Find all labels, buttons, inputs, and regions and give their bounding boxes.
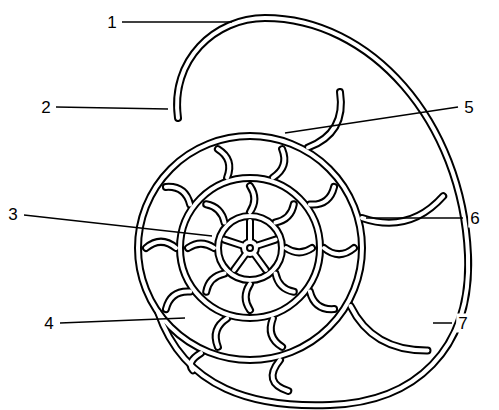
callout-number: 7	[456, 314, 469, 333]
leader-line	[433, 322, 452, 324]
callout-number: 2	[39, 98, 52, 117]
callout-number: 6	[468, 209, 481, 228]
shell-wall-outline	[138, 18, 468, 405]
callout-number: 5	[462, 98, 475, 117]
shell-wall-inner	[138, 18, 468, 405]
leader-lines	[24, 22, 463, 323]
leader-line	[56, 107, 168, 109]
leader-line	[122, 21, 232, 23]
leader-line	[366, 217, 463, 219]
leader-line	[285, 107, 458, 133]
leader-line	[24, 215, 212, 236]
callout-number: 4	[42, 314, 55, 333]
callout-number: 3	[6, 205, 19, 224]
leader-line	[60, 318, 185, 323]
callout-number: 1	[105, 13, 118, 32]
